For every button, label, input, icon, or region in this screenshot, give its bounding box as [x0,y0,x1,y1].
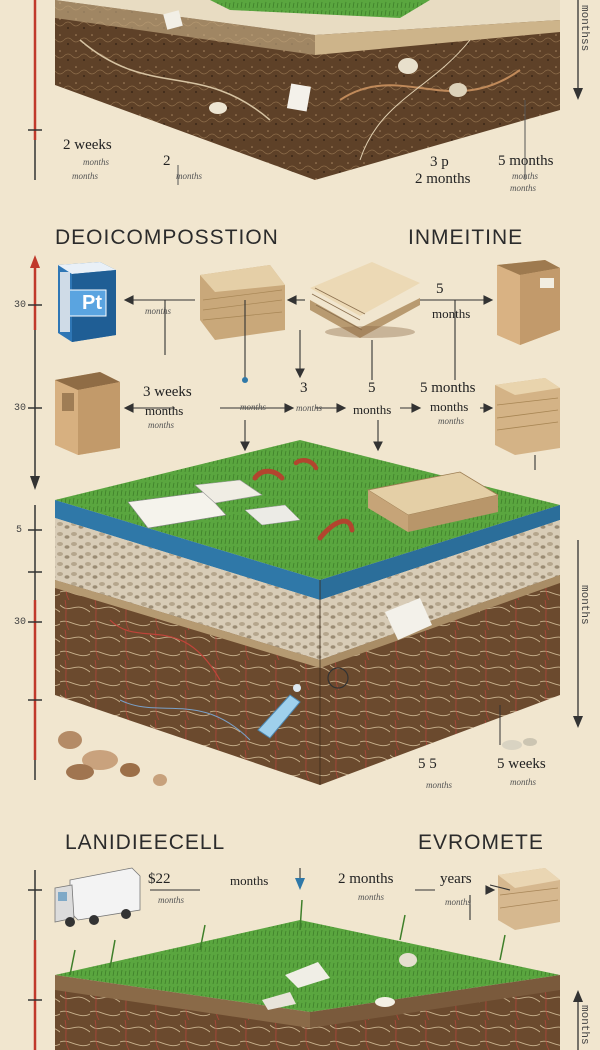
three-weeks-label: 3 weeks [143,384,192,400]
mid-left-months: months [240,402,267,412]
right-side-text-bottom: months [578,1005,590,1045]
top-left-duration: 2 weeks [63,137,112,153]
right-side-text-top: monthss [578,5,590,52]
mid-five: 5 [368,380,376,396]
right-note: months [438,416,465,426]
top-right-duration-2-note: months [510,183,537,193]
three-weeks-note: months [148,420,175,430]
debris-pile-icon [58,731,167,786]
mid-five-months: months [353,402,392,417]
axis-tick-1: 30 [14,300,27,311]
truck-months: months [230,873,269,888]
axis-tick-2: 30 [14,403,27,414]
five-label: 5 [436,281,444,297]
open-box-icon-left [55,372,120,455]
mid-three-months: months [296,403,323,413]
top-right-duration-2-sub: months [512,171,539,181]
open-box-icon-top [497,260,560,345]
middle-soil-block [55,440,560,785]
section1-title-right: INMEITINE [408,226,524,249]
cardboard-block-icon [495,378,560,455]
top-right-duration-1: 2 months [415,171,471,187]
axis-tick-3: 5 [16,525,23,536]
years-label: years [440,871,472,887]
section2-title-left: LANIDIEECELL [65,831,226,854]
five-months: months [432,306,471,321]
red-axis-top [28,0,42,180]
top-soil-block [55,0,560,185]
truck-icon [54,867,141,927]
bottom-fifty-five: 5 5 [418,756,437,772]
mid-three: 3 [300,380,308,396]
paper-stack-icon [200,265,285,340]
scattered-waste-icon [499,705,537,750]
top-left-duration-sub: months [83,157,110,167]
three-weeks-months: months [145,403,184,418]
years-sub: months [445,897,472,907]
bottom-five-weeks-sub: months [510,777,537,787]
section2-title-right: EVROMETE [418,831,544,854]
top-left-duration-note: months [72,171,99,181]
carton-months: months [145,306,172,316]
papers-pile-icon [310,262,420,338]
right-axis [573,0,583,1050]
right-side-text-mid: months [578,585,590,625]
red-axis-middle [28,255,42,780]
truck-note: months [158,895,185,905]
right-months: months [430,399,469,414]
bottom-fifty-five-sub: months [426,780,453,790]
two-months: 2 months [338,871,394,887]
top-mid-duration: 2 [163,153,171,169]
top-right-duration-1-top: 3 р [430,154,449,170]
truck-price: $22 [148,871,171,887]
section1-arrows [123,295,536,470]
top-mid-note: months [176,171,203,181]
cardboard-bundle-icon [498,868,560,930]
section1-title-left: DEOICOMPOSSTION [55,226,279,249]
red-axis-bottom [28,870,42,1050]
axis-tick-4: 30 [14,617,27,628]
right-five-months: 5 months [420,380,476,396]
two-months-sub: months [358,892,385,902]
bottom-five-weeks: 5 weeks [497,756,546,772]
top-right-duration-2: 5 months [498,153,554,169]
milk-carton-icon [58,262,116,342]
carton-label: Pt [82,292,102,314]
bottom-soil-block [55,899,560,1050]
section2-arrows [150,868,511,920]
